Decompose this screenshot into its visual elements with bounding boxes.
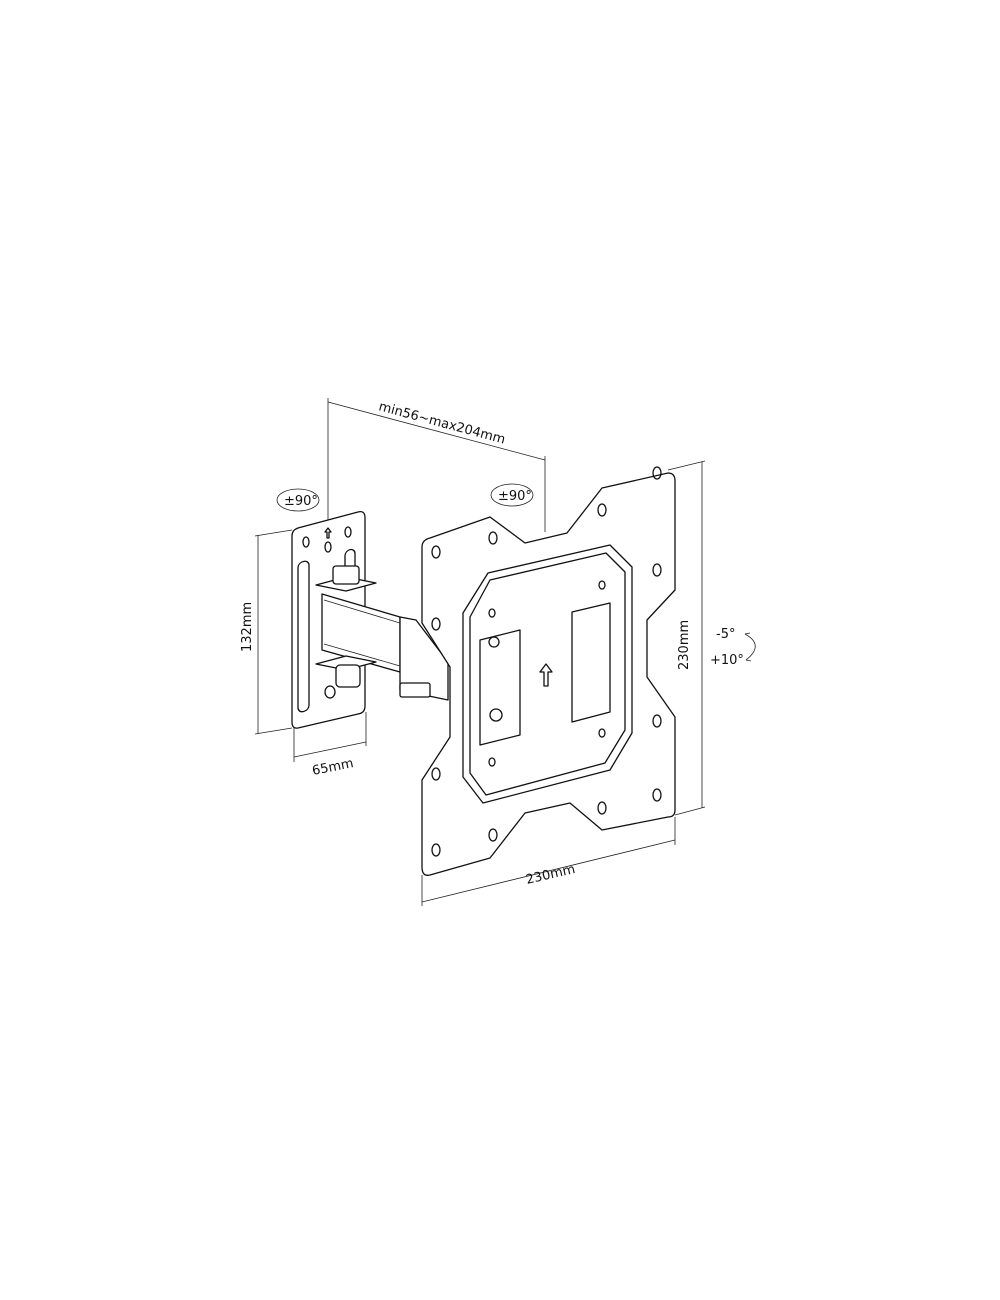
tilt-arrow-icon: [744, 633, 756, 661]
vesa-height-dimension: 230mm: [667, 460, 706, 816]
tilt-down-label: +10°: [710, 653, 744, 668]
wall-swivel-label: ±90°: [284, 494, 318, 509]
wall-swivel-indicator: ±90°: [276, 488, 320, 512]
plate-swivel-indicator: ±90°: [490, 483, 534, 507]
up-arrow-icon: [539, 663, 553, 687]
wall-plate-width-label: 65mm: [311, 756, 355, 779]
vesa-width-label: 230mm: [525, 862, 577, 888]
arm-extension-label: min56~max204mm: [377, 399, 507, 447]
vesa-height-label: 230mm: [677, 620, 692, 670]
tilt-indicator: -5° +10°: [710, 627, 756, 668]
plate-swivel-label: ±90°: [498, 489, 532, 504]
swing-arm: [315, 565, 449, 701]
vesa-plate: [421, 466, 676, 876]
wall-plate-height-dimension: 132mm: [240, 529, 293, 735]
tilt-up-label: -5°: [716, 627, 735, 642]
up-arrow-icon: [324, 527, 332, 539]
wall-plate-height-label: 132mm: [240, 602, 255, 652]
